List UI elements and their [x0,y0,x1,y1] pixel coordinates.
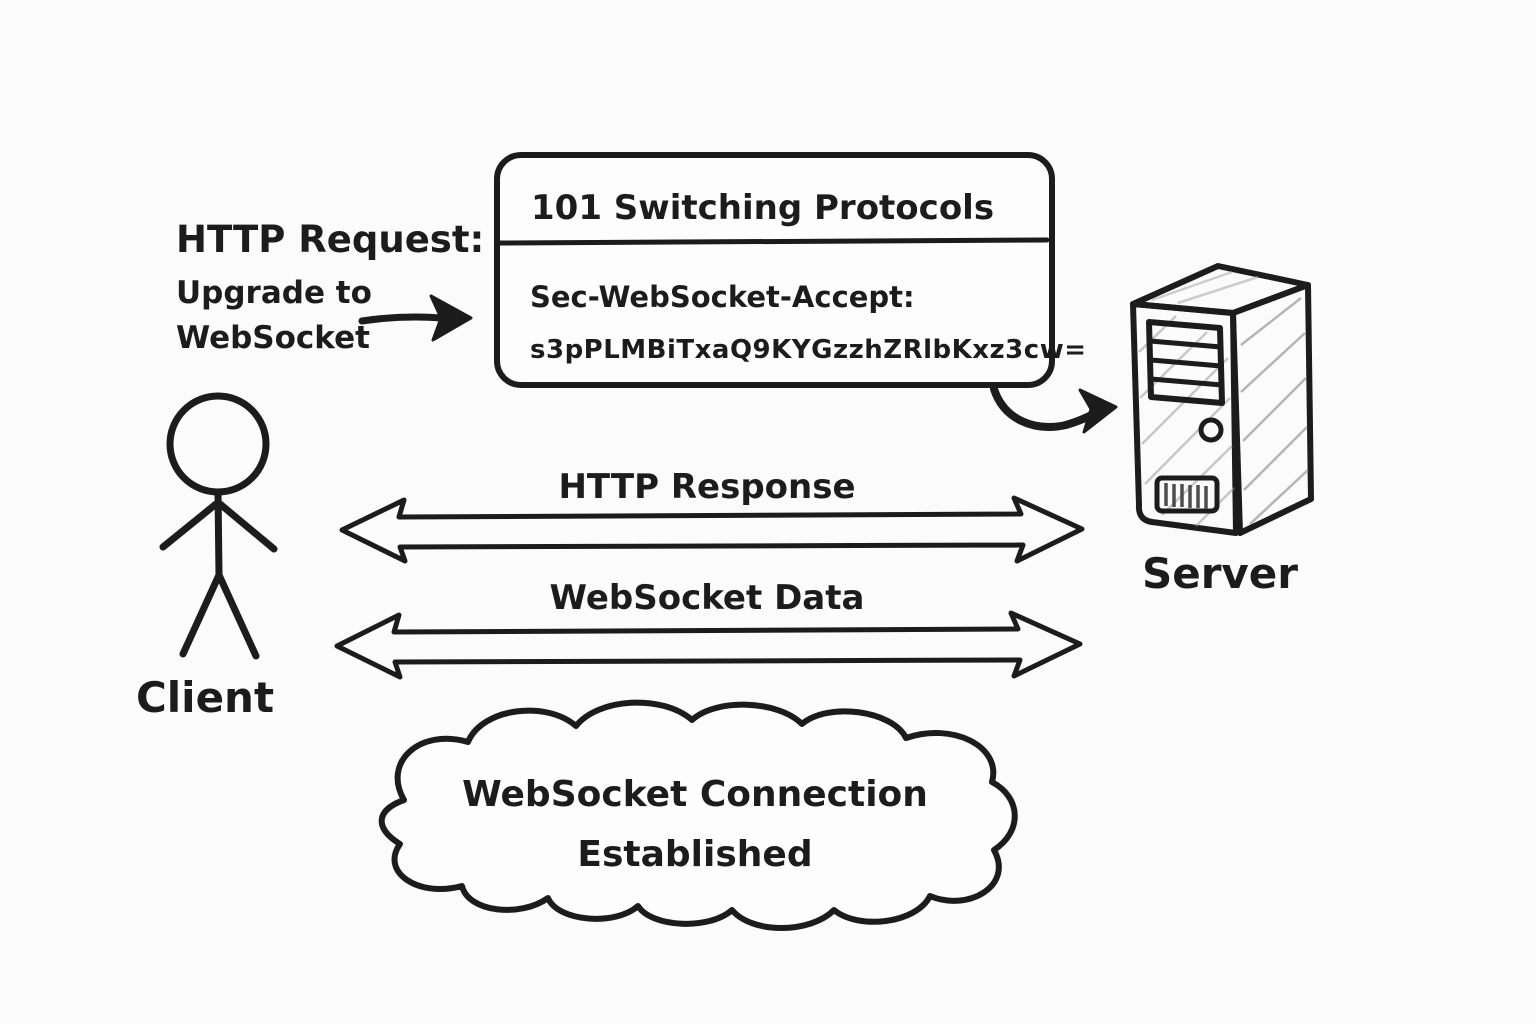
client-arm-left [159,500,220,551]
server-side-hatching [1240,297,1309,525]
http-request-line2: WebSocket [176,320,370,356]
cloud-text-line1: WebSocket Connection [462,774,928,815]
server-vent [1154,475,1220,514]
client-leg-left [179,571,223,658]
request-arrow-head [429,294,473,342]
client-label: Client [136,673,274,722]
client-leg-right [215,571,260,660]
cloud-shape: WebSocket Connection Established [378,699,1018,931]
client-head [166,392,270,496]
request-arrow-shaft [358,313,446,325]
response-header-name: Sec-WebSocket-Accept: [530,280,915,314]
server-front-face [1130,301,1239,536]
server-top-hatching [1151,270,1259,305]
http-response-label: HTTP Response [558,467,855,507]
client-arm-right [216,500,278,553]
response-box-divider [497,237,1050,246]
http-response-arrow [339,495,1085,564]
websocket-data-arrow [334,610,1083,680]
server-label: Server [1142,549,1298,598]
response-header-value: s3pPLMBiTxaQ9KYGzzhZRlbKxz3cw= [530,335,1087,365]
callout-arrow-head [1078,388,1118,434]
server-drive-bay [1146,319,1225,406]
response-box: 101 Switching Protocols Sec-WebSocket-Ac… [494,152,1087,388]
websocket-data-label: WebSocket Data [550,578,865,618]
server-icon [1130,263,1314,536]
server-led-icon [1198,417,1224,443]
http-request-title: HTTP Request: [176,218,484,261]
http-request-line1: Upgrade to [176,275,372,311]
response-box-frame [494,152,1055,388]
cloud-outline [378,699,1018,931]
request-arrow-icon [358,294,473,342]
client-figure [159,392,278,660]
cloud-text-line2: Established [577,834,812,875]
callout-arrow-icon [990,385,1118,434]
http-request-label-group: HTTP Request: Upgrade to WebSocket [176,218,484,356]
response-box-title: 101 Switching Protocols [531,188,994,228]
